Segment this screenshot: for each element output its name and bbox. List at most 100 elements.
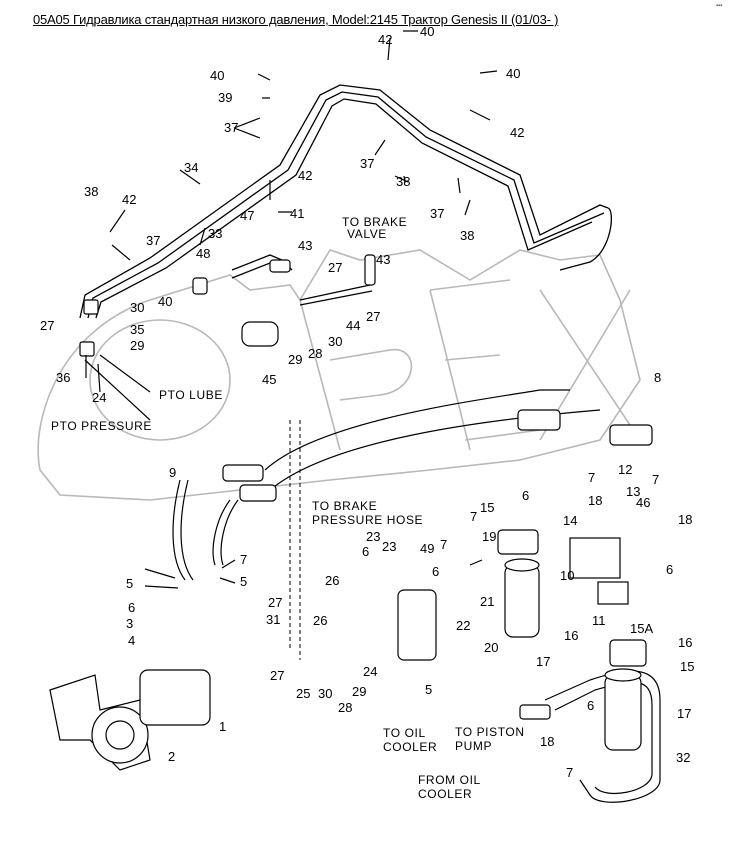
- callout-15: 15: [480, 500, 494, 515]
- callout-9: 9: [169, 465, 176, 480]
- callout-6: 6: [587, 698, 594, 713]
- callout-32: 32: [676, 750, 690, 765]
- callout-37: 37: [360, 156, 374, 171]
- callout-3: 3: [126, 616, 133, 631]
- tee-brake: [364, 254, 376, 286]
- callout-24: 24: [92, 390, 106, 405]
- callout-30: 30: [328, 334, 342, 349]
- callout-18: 18: [540, 734, 554, 749]
- callout-40: 40: [158, 294, 172, 309]
- callout-43: 43: [298, 238, 312, 253]
- note-pto-pressure: PTO PRESSURE: [51, 419, 152, 433]
- callout-45: 45: [262, 372, 276, 387]
- callout-41: 41: [290, 206, 304, 221]
- callout-36: 36: [56, 370, 70, 385]
- filter-head-15: [497, 529, 539, 555]
- plate-11: [597, 581, 629, 605]
- callout-27: 27: [268, 595, 282, 610]
- callout-23: 23: [382, 539, 396, 554]
- valve-block-22: [397, 589, 437, 661]
- callout-7: 7: [440, 537, 447, 552]
- callout-40: 40: [210, 68, 224, 83]
- callout-2: 2: [168, 749, 175, 764]
- callout-28: 28: [338, 700, 352, 715]
- callout-18: 18: [588, 493, 602, 508]
- callout-42: 42: [122, 192, 136, 207]
- callout-6: 6: [522, 488, 529, 503]
- callout-38: 38: [84, 184, 98, 199]
- callout-15: 15: [680, 659, 694, 674]
- callout-26: 26: [313, 613, 327, 628]
- callout-5: 5: [126, 576, 133, 591]
- callout-28: 28: [308, 346, 322, 361]
- fitting-8-left: [239, 484, 277, 502]
- svg-text:COOLER: COOLER: [418, 787, 472, 801]
- note-from-oil-cooler: FROM OIL: [418, 773, 481, 787]
- callout-27: 27: [328, 260, 342, 275]
- notes: TO BRAKE VALVE PTO LUBE PTO PRESSURE TO …: [51, 215, 524, 801]
- sender-48: [192, 277, 208, 295]
- callout-48: 48: [196, 246, 210, 261]
- fitting-36: [79, 341, 95, 357]
- callout-40: 40: [506, 66, 520, 81]
- filter-45: [241, 321, 279, 347]
- callout-7: 7: [588, 470, 595, 485]
- callout-29: 29: [288, 352, 302, 367]
- callout-8: 8: [654, 370, 661, 385]
- callout-40: 40: [420, 24, 434, 39]
- svg-text:PRESSURE HOSE: PRESSURE HOSE: [312, 513, 423, 527]
- hose-end-32: [519, 704, 551, 720]
- callout-6: 6: [362, 544, 369, 559]
- callout-47: 47: [240, 208, 254, 223]
- callout-31: 31: [266, 612, 280, 627]
- callout-5: 5: [425, 682, 432, 697]
- callout-13: 13: [626, 484, 640, 499]
- callout-6: 6: [128, 600, 135, 615]
- diagram-title: 05A05 Гидравлика стандартная низкого дав…: [33, 12, 559, 27]
- elbow-43: [269, 259, 291, 273]
- pump-1: [139, 669, 211, 726]
- callout-17: 17: [677, 706, 691, 721]
- callout-37: 37: [430, 206, 444, 221]
- callout-7: 7: [566, 765, 573, 780]
- callout-1: 1: [219, 719, 226, 734]
- callout-14: 14: [563, 513, 577, 528]
- callout-30: 30: [130, 300, 144, 315]
- callout-42: 42: [298, 168, 312, 183]
- leader-lines: [84, 30, 498, 589]
- callout-23: 23: [366, 529, 380, 544]
- callout-35: 35: [130, 322, 144, 337]
- callout-27: 27: [270, 668, 284, 683]
- callout-38: 38: [460, 228, 474, 243]
- corner-mark: ▪▪▪: [716, 3, 723, 9]
- callout-42: 42: [378, 32, 392, 47]
- callout-16: 16: [678, 635, 692, 650]
- note-to-brake-valve: TO BRAKE: [342, 215, 407, 229]
- callout-6: 6: [666, 562, 673, 577]
- callout-44: 44: [346, 318, 360, 333]
- note-pto-lube: PTO LUBE: [159, 388, 223, 402]
- callout-7: 7: [470, 509, 477, 524]
- callout-5: 5: [240, 574, 247, 589]
- callout-30: 30: [318, 686, 332, 701]
- fitting-9-left: [222, 464, 264, 482]
- filter-head-15a: [609, 639, 647, 667]
- callout-29: 29: [130, 338, 144, 353]
- callout-21: 21: [480, 594, 494, 609]
- callout-12: 12: [618, 462, 632, 477]
- fitting-35: [83, 299, 99, 315]
- callout-11: 11: [592, 613, 606, 628]
- callout-20: 20: [484, 640, 498, 655]
- fitting-8-right: [609, 424, 653, 446]
- parts: [49, 254, 653, 771]
- callout-22: 22: [456, 618, 470, 633]
- bracket-10: [569, 537, 621, 579]
- callout-34: 34: [184, 160, 198, 175]
- callout-37: 37: [146, 233, 160, 248]
- callout-16: 16: [564, 628, 578, 643]
- svg-text:VALVE: VALVE: [347, 227, 387, 241]
- upper-pipes: [79, 84, 612, 319]
- callout-38: 38: [396, 174, 410, 189]
